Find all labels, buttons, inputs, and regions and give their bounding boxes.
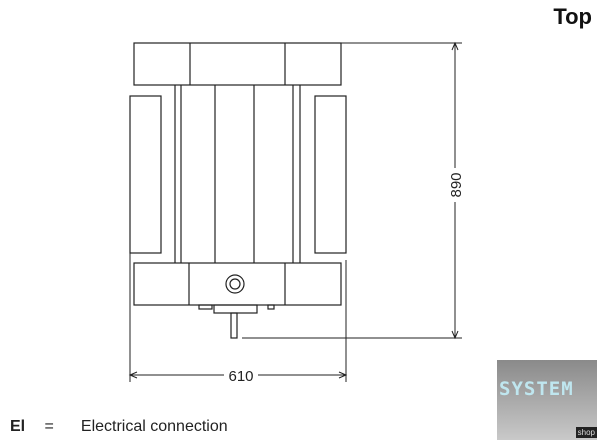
inner-columns [174,85,301,263]
logo-text: SYSTEM [499,378,574,400]
view-title: Top [553,4,592,29]
legend-description: Electrical connection [80,418,228,435]
bottom-box [133,262,342,339]
legend-symbol: El [10,418,26,435]
right-side-panel [314,95,347,254]
system-logo: SYSTEM shop [497,360,597,440]
left-side-panel [129,95,162,254]
width-dimension: 610 [228,368,253,385]
electrical-connection-pin [230,312,238,339]
legend-item: El = Electrical connection [10,418,228,436]
height-dimension: 890 [448,172,465,197]
dimension-lines [128,41,462,382]
logo-tag: shop [575,427,597,438]
top-box [133,42,342,86]
connection-circle [225,274,245,294]
legend-equals: = [44,418,54,435]
